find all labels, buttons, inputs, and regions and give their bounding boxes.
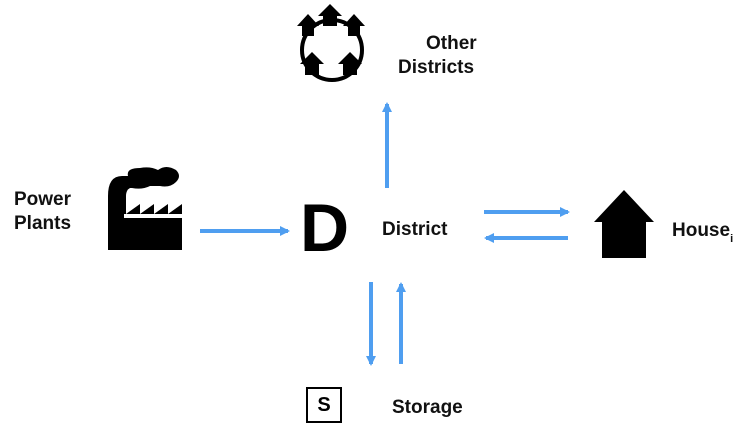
- districts-cluster-icon: [297, 4, 365, 82]
- other-districts-label: Other Districts: [398, 32, 477, 80]
- power-plants-label-line2: Plants: [14, 213, 72, 234]
- other-districts-label-line2: Districts: [398, 57, 475, 78]
- other-districts-label-line1: Other: [426, 33, 477, 54]
- factory-icon: [108, 167, 182, 250]
- house-label-text: House: [672, 220, 731, 241]
- house-icon: [594, 190, 654, 258]
- district-symbol: D: [300, 190, 350, 266]
- storage-label: Storage: [392, 397, 463, 418]
- storage-symbol: S: [306, 387, 342, 423]
- power-plants-label-line1: Power: [14, 189, 72, 210]
- house-label-subscript: i: [730, 233, 734, 245]
- district-label: District: [382, 219, 448, 240]
- power-plants-label: Power Plants: [14, 188, 71, 236]
- house-label: Housei: [672, 219, 733, 245]
